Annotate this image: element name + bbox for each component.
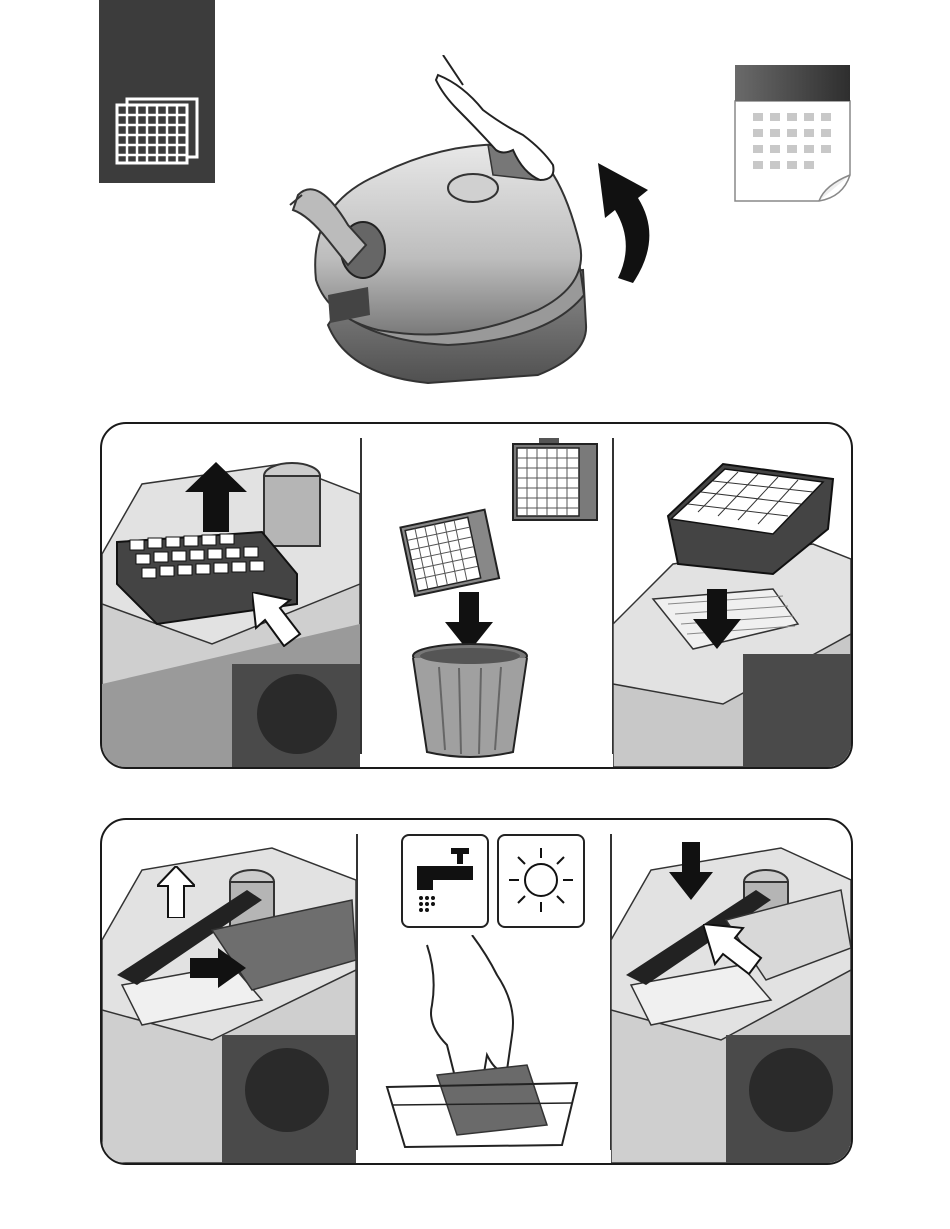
water-tap-box [401, 834, 489, 928]
step-lift-out-filter [102, 424, 360, 767]
step-wash-and-dry [357, 820, 609, 1163]
section-tab [99, 0, 215, 183]
arrow-up-icon [185, 462, 247, 532]
step-dispose-filter [361, 424, 611, 767]
water-tap-icon [413, 846, 477, 916]
step-insert-new-filter [613, 424, 851, 767]
step-panel-clean-prefilter [100, 818, 853, 1165]
arrow-diagonal-icon [252, 592, 302, 647]
arrow-down-icon [693, 589, 741, 649]
trash-bin-icon [409, 642, 531, 760]
arrow-down-icon [669, 842, 713, 900]
arrow-up-icon [157, 866, 195, 918]
step-refit-prefilter [611, 820, 851, 1163]
hepa-filter-icon [109, 95, 205, 165]
curved-up-arrow-icon [583, 158, 663, 288]
tilted-filter-icon [399, 508, 501, 600]
arrow-right-icon [190, 948, 246, 988]
calendar-icon [733, 65, 853, 205]
used-filter-icon [509, 438, 605, 522]
sun-icon [505, 844, 577, 916]
arrow-diagonal-icon [703, 924, 763, 976]
step-panel-replace-filter [100, 422, 853, 769]
step-remove-prefilter [102, 820, 356, 1163]
sun-box [497, 834, 585, 928]
vacuum-cleaner-illustration [288, 55, 608, 390]
washing-hand-illustration [377, 935, 587, 1155]
